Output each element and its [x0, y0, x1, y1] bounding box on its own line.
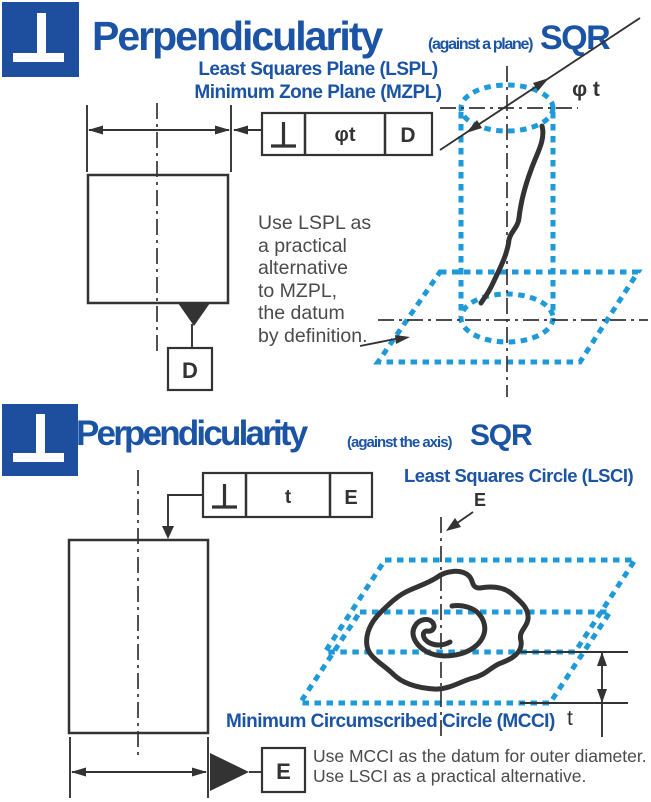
datum-box-letter: D	[182, 358, 198, 383]
tolerance-distance-label: t	[567, 707, 573, 730]
panel1-method-badge: SQR	[540, 19, 611, 57]
perpendicularity-symbol	[271, 122, 296, 148]
note-line: Use MCCI as the datum for outer diameter…	[313, 746, 647, 766]
axis-datum-label: E	[474, 490, 487, 510]
panel2-subtitle: (against the axis)	[347, 434, 453, 451]
perpendicularity-icon	[2, 2, 79, 77]
datum-triangle	[178, 303, 210, 326]
note-pointer-arrowhead	[395, 335, 410, 344]
feature-control-frame	[201, 471, 374, 519]
perpendicularity-icon	[2, 404, 78, 476]
note-line: Use LSCI as a practical alternative.	[313, 765, 587, 786]
panel2-drawing: t E E	[67, 470, 640, 798]
panel2-label-mcci: Minimum Circumscribed Circle (MCCI)	[226, 711, 555, 732]
fcf-leader-arrowhead	[233, 125, 248, 135]
diameter-label: φ t	[572, 78, 600, 101]
dimension-arrowhead-right	[192, 767, 207, 777]
tolerance-cylinder-bottom-ellipse	[458, 291, 556, 345]
perpendicularity-symbol	[212, 484, 237, 509]
dimension-arrowhead-left	[71, 767, 86, 777]
axis-pointer-arrowhead	[446, 518, 461, 531]
t-arrowhead-up	[597, 652, 607, 666]
panel2-label-lsci: Least Squares Circle (LSCI)	[404, 465, 634, 486]
diameter-arrowhead-upper	[533, 78, 549, 91]
panel1-drawing: φ t φt D D	[86, 17, 648, 397]
note-line: alternative	[258, 257, 348, 279]
note-line: a practical	[258, 234, 347, 257]
datum-box	[260, 746, 307, 794]
note-line: by definition.	[258, 324, 368, 347]
note-pointer-line	[359, 337, 401, 347]
panel1-title: Perpendicularity	[92, 13, 383, 59]
datum-plane-dashed	[373, 269, 643, 365]
fcf-tolerance-value: φt	[335, 124, 356, 146]
fcf-leader-arrowhead	[162, 526, 174, 539]
panel2-title: Perpendicularity	[76, 414, 308, 453]
perpendicularity-icon-vertical-bar	[36, 12, 46, 56]
fcf-leader-line	[167, 494, 203, 532]
note-line: Use LSPL as	[258, 212, 372, 234]
panel1-label-mzpl: Minimum Zone Plane (MZPL)	[194, 82, 442, 103]
fcf-datum-letter: E	[344, 487, 357, 509]
datum-triangle	[210, 753, 249, 791]
perpendicularity-icon-base-bar	[12, 452, 64, 462]
note-line: the datum	[258, 302, 345, 324]
panel1-subtitle: (against a plane)	[428, 36, 533, 53]
panel1-label-lspl: Least Squares Plane (LSPL)	[198, 59, 438, 80]
note-line: to MZPL,	[258, 279, 338, 302]
panel2-method-badge: SQR	[470, 419, 533, 452]
actual-axis-wavy-line	[478, 123, 546, 306]
fcf-datum-letter: D	[400, 124, 415, 147]
feature-control-frame	[260, 111, 434, 157]
datum-box-letter: E	[276, 759, 291, 784]
measured-profile-inner	[410, 603, 488, 659]
fcf-tolerance-value: t	[285, 487, 292, 508]
t-arrowhead-down	[597, 689, 607, 703]
panel2-note: Use MCCI as the datum for outer diameter…	[313, 746, 647, 786]
perpendicularity-icon-vertical-bar	[36, 414, 46, 456]
dimension-arrowhead-left	[88, 125, 103, 135]
diameter-arrowhead-lower	[466, 120, 482, 133]
measured-profile-outer	[364, 568, 531, 692]
datum-box	[166, 346, 214, 392]
perpendicularity-icon-base-bar	[12, 53, 65, 62]
part-outline	[86, 173, 230, 305]
panel1-note: Use LSPL as a practical alternative to M…	[258, 212, 371, 347]
dimension-arrowhead-right	[215, 125, 230, 135]
